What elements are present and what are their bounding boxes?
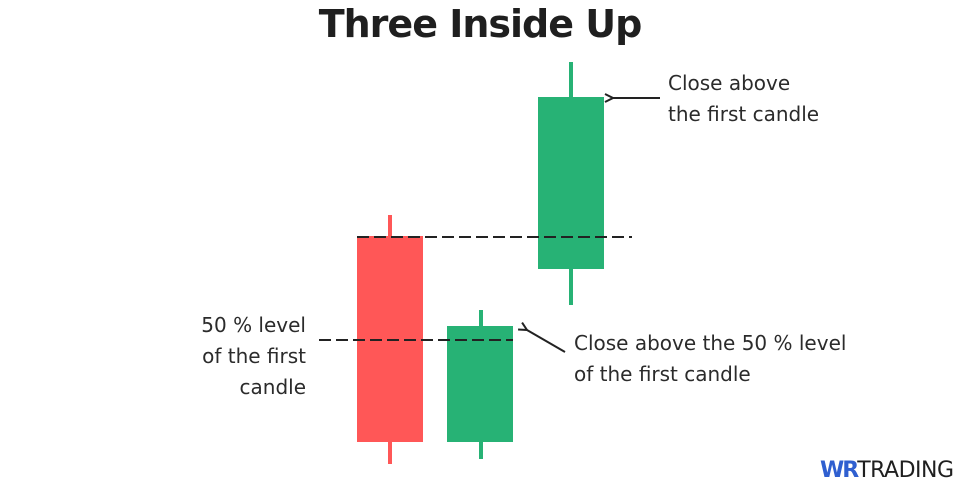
annotation-line: candle xyxy=(239,375,306,399)
annotation-line: 50 % level xyxy=(201,313,306,337)
annotation-close-above-fifty: Close above the 50 % level of the first … xyxy=(574,328,846,390)
logo-trading: TRADING xyxy=(857,458,954,483)
annotation-fifty-percent-level: 50 % level of the first candle xyxy=(150,310,306,403)
wr-trading-logo: WRTRADING xyxy=(820,458,954,484)
logo-wr: WR xyxy=(820,458,859,483)
candle-3-bullish xyxy=(538,62,604,305)
annotation-line: of the first candle xyxy=(574,362,751,386)
annotation-line: Close above the 50 % level xyxy=(574,331,847,355)
candle-2-bullish xyxy=(447,310,513,459)
annotation-close-above-first: Close above the first candle xyxy=(668,68,819,130)
candle-2-body xyxy=(447,326,513,442)
annotation-line: Close above xyxy=(668,71,791,95)
arrow-bottom-icon xyxy=(527,330,566,353)
chart-title: Three Inside Up xyxy=(318,2,643,46)
annotation-line: the first candle xyxy=(668,102,820,126)
candle-3-body xyxy=(538,97,604,269)
annotation-line: of the first xyxy=(202,344,306,368)
